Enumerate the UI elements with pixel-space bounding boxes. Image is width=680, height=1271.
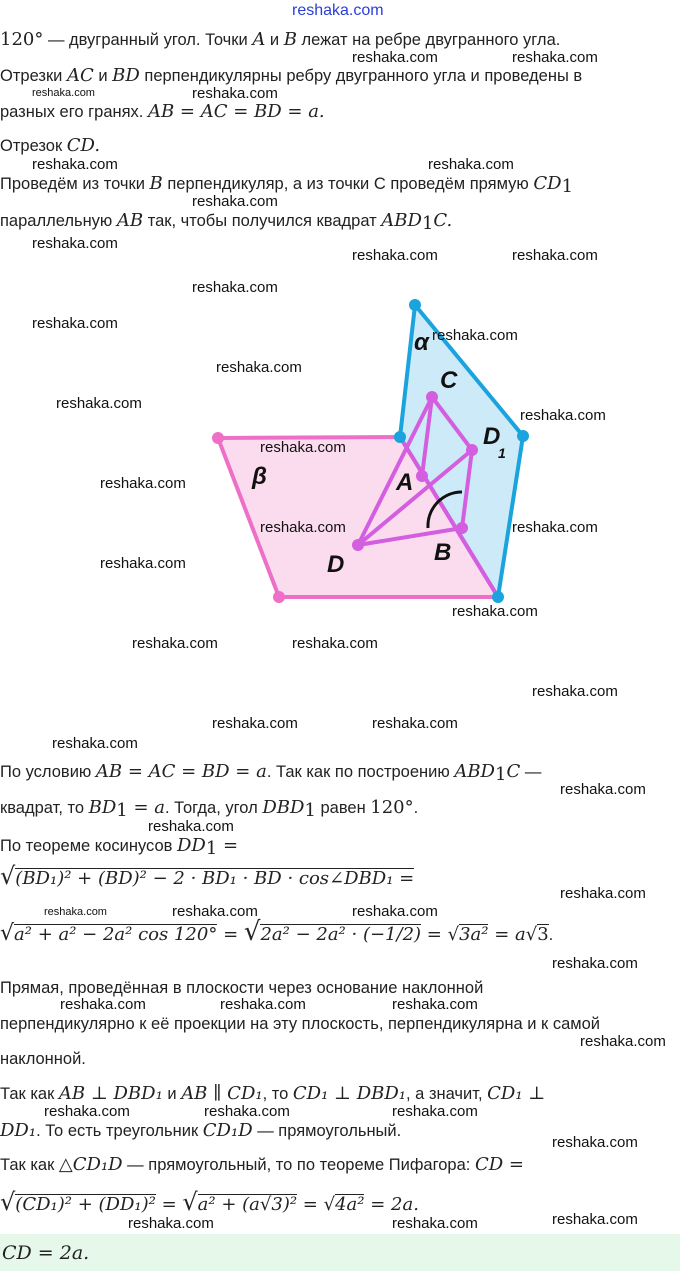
points [352, 391, 478, 551]
watermark: reshaka.com [552, 955, 638, 972]
label-alpha: α [414, 329, 430, 356]
text-line: DD₁. То есть треугольник CD₁D — прямоуго… [0, 1120, 402, 1141]
watermark: reshaka.com [100, 555, 186, 572]
watermark: reshaka.com [100, 475, 186, 492]
watermark: reshaka.com [220, 996, 306, 1013]
watermark: reshaka.com [260, 519, 346, 536]
watermark: reshaka.com [392, 1103, 478, 1120]
watermark: reshaka.com [148, 818, 234, 835]
text-line: разных его гранях. AB = AC = BD = a. [0, 101, 325, 122]
watermark: reshaka.com [512, 247, 598, 264]
watermark: reshaka.com [512, 519, 598, 536]
beta-vertices [212, 432, 285, 603]
watermark: reshaka.com [44, 1103, 130, 1120]
watermark: reshaka.com [292, 635, 378, 652]
text-line: По теореме косинусов DD1 = [0, 835, 239, 859]
watermark: reshaka.com [192, 279, 278, 296]
watermark: reshaka.com [56, 395, 142, 412]
text-line: параллельную AB так, чтобы получился ква… [0, 210, 453, 234]
watermark: reshaka.com [532, 683, 618, 700]
watermark: reshaka.com [212, 715, 298, 732]
text-line: Так как △CD₁D — прямоугольный, то по тео… [0, 1154, 524, 1175]
watermark: reshaka.com [32, 235, 118, 252]
label-b: B [434, 539, 451, 566]
watermark: reshaka.com [428, 156, 514, 173]
watermark: reshaka.com [260, 439, 346, 456]
text-line: По условию AB = AC = BD = a. Так как по … [0, 761, 542, 785]
watermark: reshaka.com [128, 1215, 214, 1232]
watermark: reshaka.com [172, 903, 258, 920]
watermark: reshaka.com [372, 715, 458, 732]
watermark: reshaka.com [352, 49, 438, 66]
formula-line: √a² + a² − 2a² cos 120° = √2a² − 2a² · (… [0, 917, 554, 947]
segments [356, 395, 500, 599]
watermark: reshaka.com [32, 156, 118, 173]
watermark: reshaka.com [392, 996, 478, 1013]
formula-line: √(CD₁)² + (DD₁)² = √a² + (a√3)² = √4a² =… [0, 1188, 419, 1216]
watermark: reshaka.com [204, 1103, 290, 1120]
text-line: Так как AB ⊥ DBD₁ и AB ∥ CD₁, то CD₁ ⊥ D… [0, 1083, 546, 1104]
label-d1: D [483, 423, 500, 450]
alpha-vertices [394, 299, 529, 603]
text-line: квадрат, то BD1 = a. Тогда, угол DBD1 ра… [0, 797, 419, 821]
watermark: reshaka.com [552, 1134, 638, 1151]
watermark: reshaka.com [432, 327, 518, 344]
watermark: reshaka.com [32, 315, 118, 332]
watermark: reshaka.com [352, 247, 438, 264]
label-c: C [440, 367, 458, 394]
label-d1-sub: 1 [498, 445, 506, 461]
angle-arc [426, 490, 463, 529]
text-line: 120° — двугранный угол. Точки A и B лежа… [0, 29, 561, 50]
watermark: reshaka.com [52, 735, 138, 752]
label-d: D [327, 551, 344, 578]
watermark: reshaka.com [132, 635, 218, 652]
formula-line: √(BD₁)² + (BD)² − 2 · BD₁ · BD · cos∠DBD… [0, 862, 415, 890]
watermark: reshaka.com [552, 1211, 638, 1228]
text-line: Проведём из точки B перпендикуляр, а из … [0, 173, 574, 197]
answer-box: CD = 2a. [0, 1234, 680, 1271]
watermark: reshaka.com [216, 359, 302, 376]
answer-text: CD = 2a. [2, 1242, 90, 1264]
label-a: A [395, 469, 413, 496]
text-line: перпендикулярно к её проекции на эту пло… [0, 1015, 601, 1033]
label-beta: β [251, 463, 267, 490]
text-line: Отрезок CD. [0, 135, 101, 156]
watermark: reshaka.com [452, 603, 538, 620]
watermark: reshaka.com [192, 193, 278, 210]
watermark: reshaka.com [352, 903, 438, 920]
text-line: Прямая, проведённая в плоскости через ос… [0, 979, 484, 997]
watermark: reshaka.com [560, 781, 646, 798]
watermark: reshaka.com [580, 1033, 666, 1050]
site-link[interactable]: reshaka.com [292, 2, 384, 19]
text-line: наклонной. [0, 1050, 86, 1068]
watermark: reshaka.com [512, 49, 598, 66]
watermark: reshaka.com [60, 996, 146, 1013]
text-line: Отрезки AC и BD перпендикулярны ребру дв… [0, 65, 583, 86]
dihedral-angle-diagram: α β C A D 1 B D [212, 299, 529, 603]
watermark: reshaka.com [560, 885, 646, 902]
watermark: reshaka.com [192, 85, 278, 102]
watermark: reshaka.com [32, 87, 95, 99]
watermark: reshaka.com [44, 906, 107, 918]
watermark: reshaka.com [520, 407, 606, 424]
watermark: reshaka.com [392, 1215, 478, 1232]
